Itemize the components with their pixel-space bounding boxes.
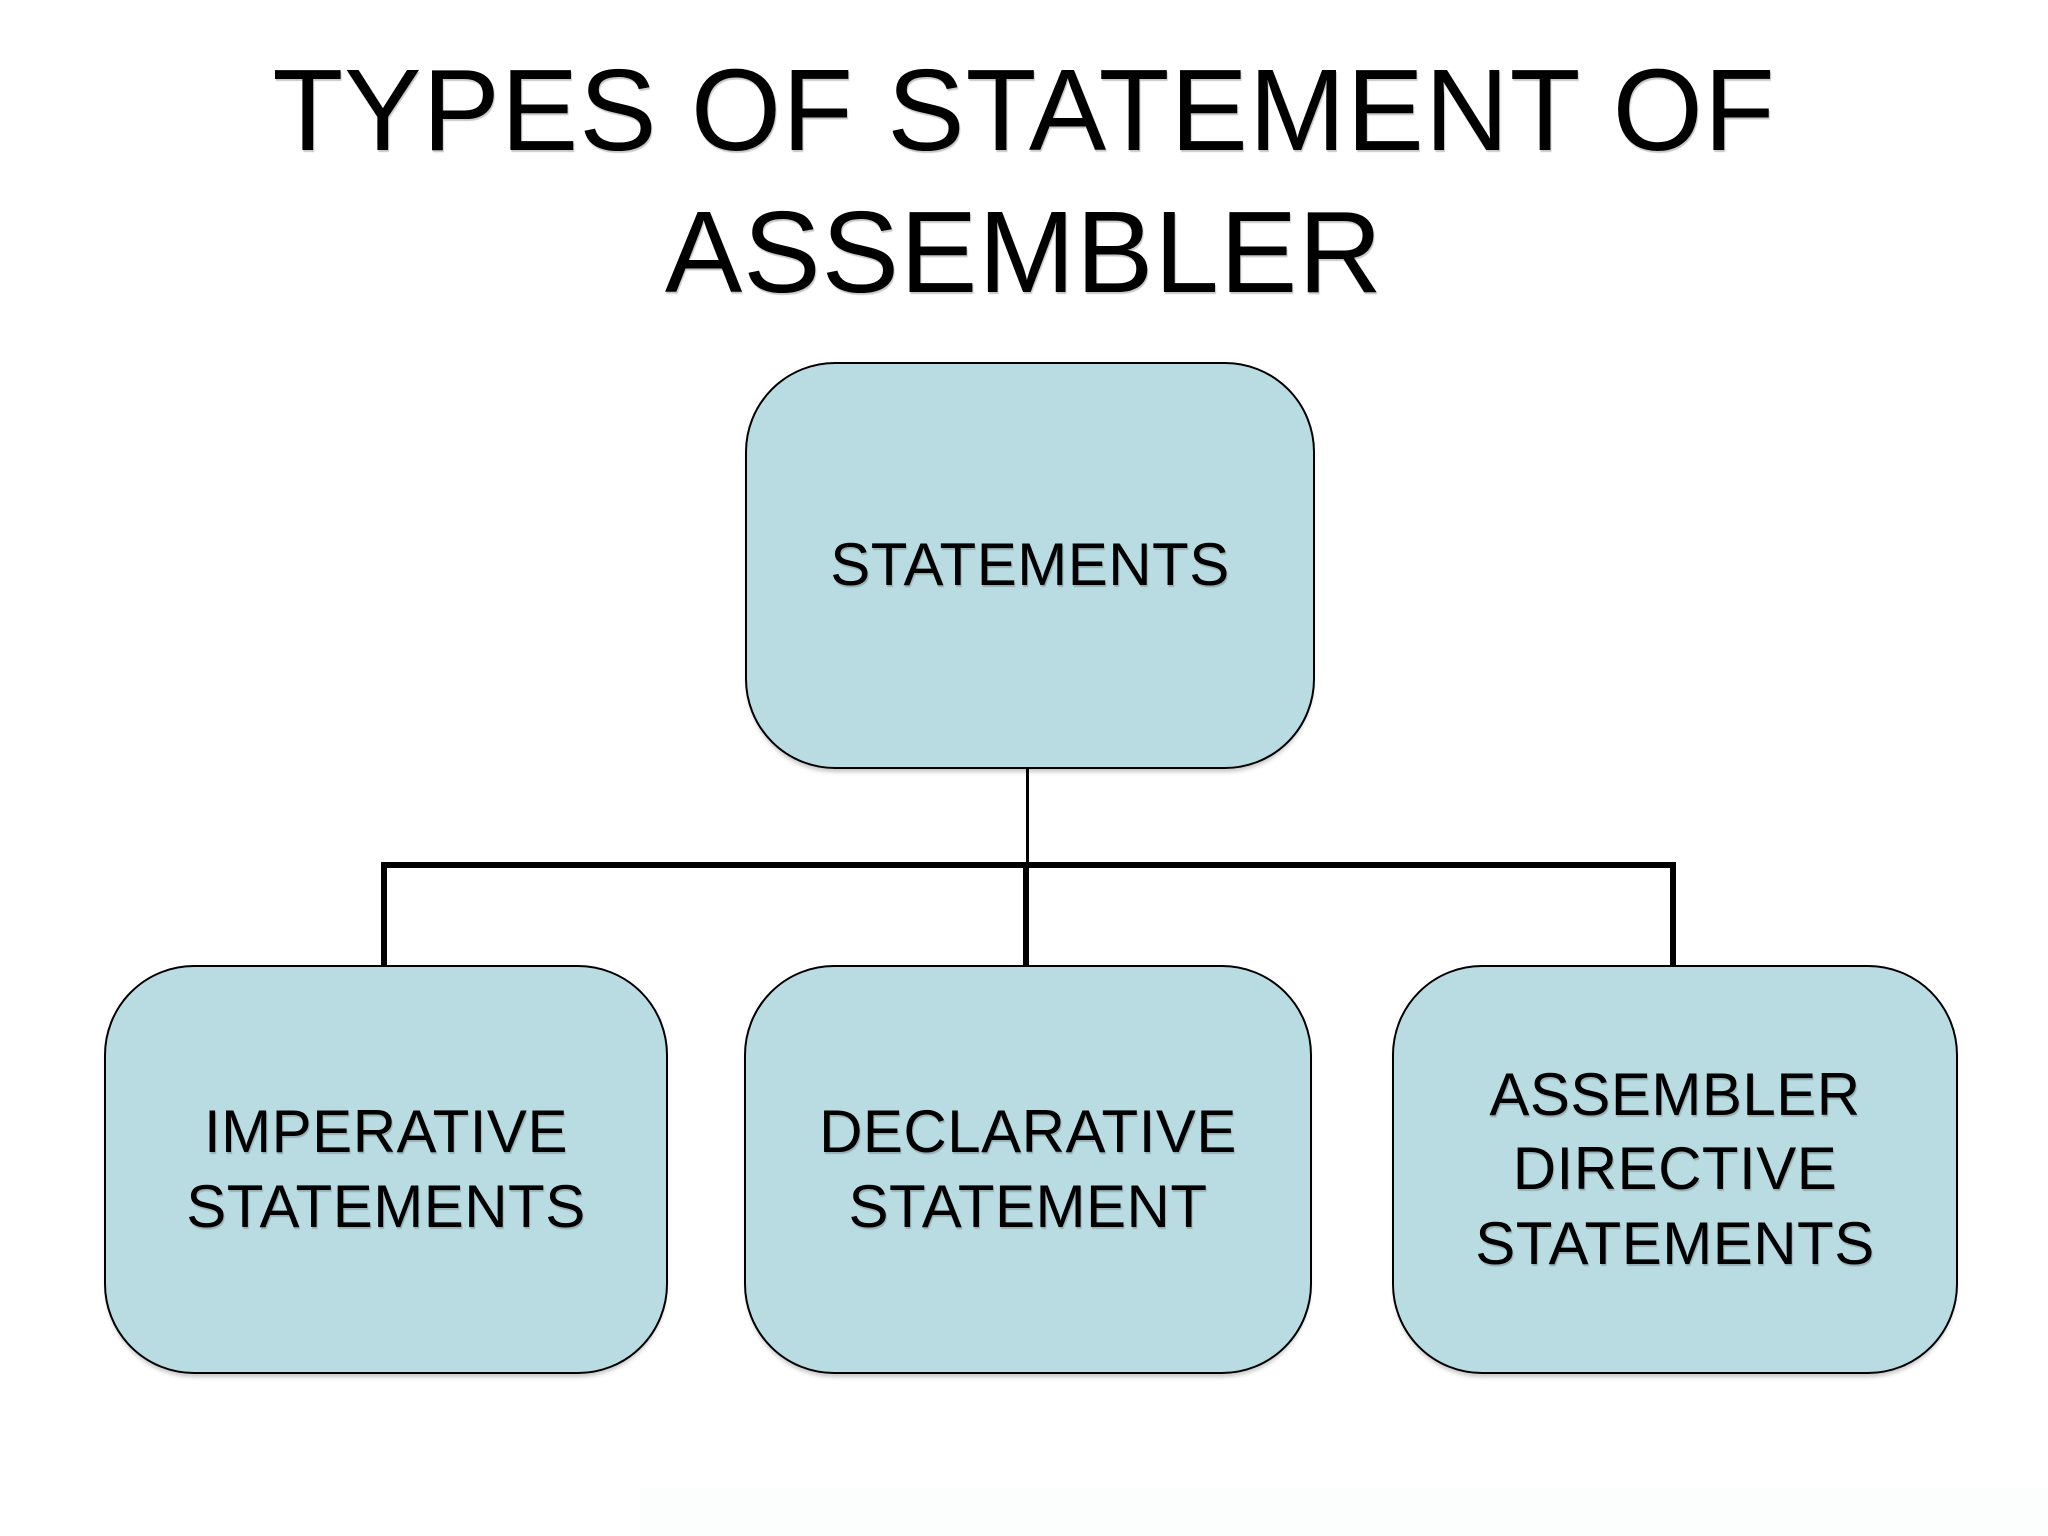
- connector-root-stem: [1026, 765, 1029, 865]
- faint-bottom-strip: [640, 1488, 2048, 1536]
- node-statements-label: STATEMENTS: [830, 531, 1230, 599]
- node-assembler-directive-statements: ASSEMBLER DIRECTIVE STATEMENTS: [1392, 965, 1958, 1374]
- connector-drop-assembler-directive: [1670, 862, 1676, 965]
- slide-title-line-1: TYPES OF STATEMENT OF: [272, 45, 1776, 175]
- connector-drop-declarative: [1023, 862, 1029, 965]
- connector-drop-imperative: [381, 862, 387, 965]
- node-declarative-statement: DECLARATIVE STATEMENT: [744, 965, 1312, 1374]
- node-declarative-statement-label: DECLARATIVE STATEMENT: [819, 1098, 1237, 1240]
- slide-title: TYPES OF STATEMENT OF ASSEMBLER: [0, 40, 2048, 323]
- node-imperative-statements-label: IMPERATIVE STATEMENTS: [186, 1098, 586, 1240]
- node-imperative-statements: IMPERATIVE STATEMENTS: [104, 965, 668, 1374]
- slide-title-line-2: ASSEMBLER: [664, 186, 1384, 317]
- node-assembler-directive-statements-label: ASSEMBLER DIRECTIVE STATEMENTS: [1475, 1060, 1875, 1277]
- node-statements: STATEMENTS: [745, 362, 1315, 769]
